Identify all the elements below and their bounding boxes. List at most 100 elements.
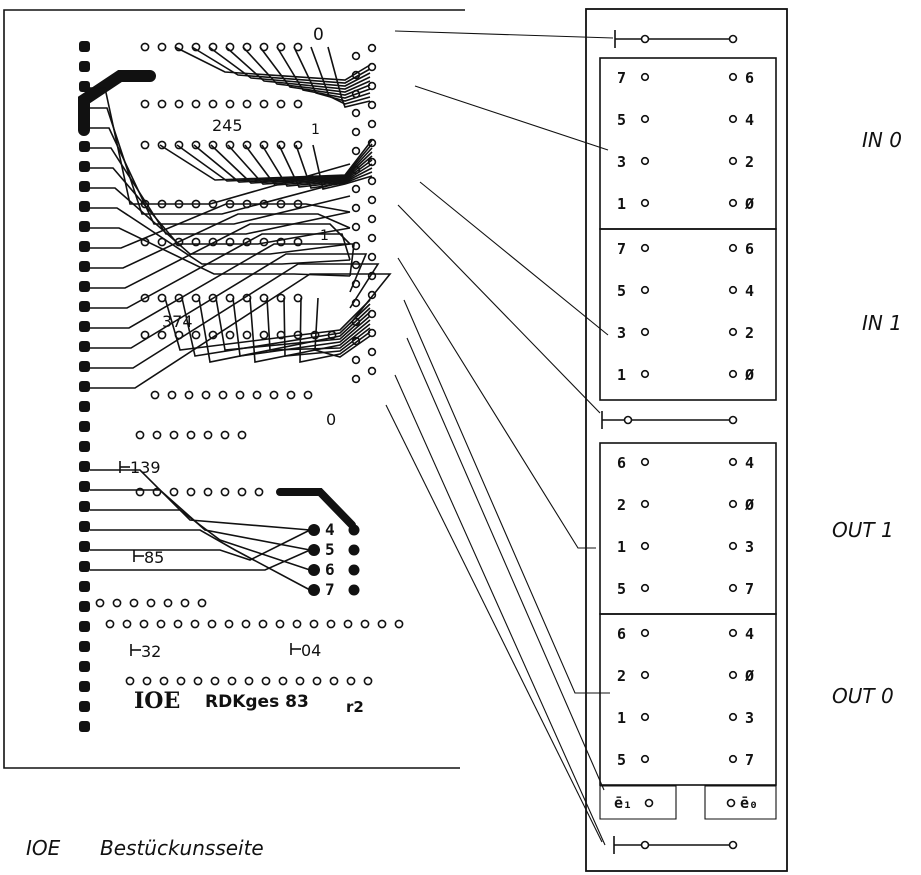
ic-pad <box>241 619 251 629</box>
connector-pin-label: 6 <box>745 69 754 87</box>
ic-pad <box>293 140 303 150</box>
connector-pin-label: 3 <box>745 538 754 556</box>
edge-pad <box>79 421 90 432</box>
connector-pin-label: 2 <box>617 496 626 514</box>
connector-pin <box>640 285 650 295</box>
ic-pad <box>203 487 213 497</box>
connector-pin-label: 1 <box>617 709 626 727</box>
ic-pad <box>292 619 302 629</box>
edge-pad <box>79 181 90 192</box>
ic-pad <box>367 43 377 53</box>
ic-pad <box>346 676 356 686</box>
connector-pin-label: 1 <box>617 366 626 384</box>
ic-pad <box>258 619 268 629</box>
pcb-label-04: 04 <box>301 641 321 660</box>
ic-pad <box>169 430 179 440</box>
bus-trace <box>244 144 373 186</box>
ic-pad <box>351 127 361 137</box>
bus-trace <box>198 297 371 363</box>
bus-trace <box>310 46 371 105</box>
edge-pad <box>79 61 90 72</box>
connector-pin <box>640 628 650 638</box>
caption-name: IOE <box>26 836 61 860</box>
bus-trace <box>259 46 371 96</box>
connector-pin <box>640 670 650 680</box>
out-pad <box>348 584 360 596</box>
ic-pad <box>169 487 179 497</box>
bus-trace <box>159 139 373 181</box>
ic-pad <box>201 390 211 400</box>
ic-pad <box>156 619 166 629</box>
edge-pad <box>79 281 90 292</box>
pcb-label-1a: 1 <box>311 122 320 138</box>
ic-pad <box>377 619 387 629</box>
ic-pad <box>351 222 361 232</box>
board-id: IOE <box>134 688 180 714</box>
bus-trace <box>276 46 371 99</box>
edge-pad <box>79 81 90 92</box>
ic-pad <box>367 366 377 376</box>
ic-pad <box>237 430 247 440</box>
ic-pad <box>146 598 156 608</box>
edge-pad <box>79 401 90 412</box>
ic-pad <box>208 99 218 109</box>
ic-pad <box>329 676 339 686</box>
edge-pad <box>79 521 90 532</box>
ic-pad <box>351 260 361 270</box>
bus-trace <box>164 297 371 351</box>
connector-pin <box>728 583 738 593</box>
ic-pad <box>207 619 217 629</box>
ic-pad <box>235 390 245 400</box>
ic-pad <box>157 99 167 109</box>
ic-pad <box>286 390 296 400</box>
ic-pad <box>140 99 150 109</box>
bus-trace <box>266 297 371 351</box>
bus-trace <box>90 233 351 309</box>
ic-pad <box>176 676 186 686</box>
out-pad <box>348 544 360 556</box>
pcb-label-32: 32 <box>141 642 161 661</box>
connector-pin-label: 3 <box>617 324 626 342</box>
connector-pin-label: 5 <box>617 111 626 129</box>
edge-pad <box>79 321 90 332</box>
ic-pad <box>186 430 196 440</box>
ic-pad <box>140 42 150 52</box>
connector-pin-label: 4 <box>745 454 754 472</box>
ic-pad <box>184 390 194 400</box>
output-trace <box>90 489 311 551</box>
ic-pad <box>242 330 252 340</box>
ic-pad <box>394 619 404 629</box>
ic-pad <box>351 203 361 213</box>
ic-pad <box>312 676 322 686</box>
ic-pad <box>152 430 162 440</box>
connector-pin <box>640 114 650 124</box>
board-rev: r2 <box>346 698 364 716</box>
board-text: RDKges 83 <box>205 692 309 712</box>
bus-trace <box>181 297 371 357</box>
ic-pad <box>225 330 235 340</box>
edge-pad <box>79 561 90 572</box>
ic-pad <box>259 330 269 340</box>
bus-trace <box>193 144 373 183</box>
ic-pad <box>150 390 160 400</box>
ic-pad <box>242 99 252 109</box>
edge-pad <box>79 41 90 52</box>
edge-pad <box>79 481 90 492</box>
bus-trace <box>90 207 351 265</box>
block-name-in0: IN 0 <box>862 128 902 152</box>
connector-pin <box>728 628 738 638</box>
edge-pad <box>79 581 90 592</box>
ic-pad <box>203 430 213 440</box>
ic-pad <box>140 140 150 150</box>
bus-trace <box>90 273 392 389</box>
bus-trace <box>90 213 351 269</box>
connector-pin <box>728 369 738 379</box>
ic-pad <box>191 140 201 150</box>
edge-pad <box>79 161 90 172</box>
ic-pad <box>351 374 361 384</box>
edge-pad <box>79 441 90 452</box>
pcb-label-85: 85 <box>144 548 164 567</box>
ic-pad <box>95 598 105 608</box>
